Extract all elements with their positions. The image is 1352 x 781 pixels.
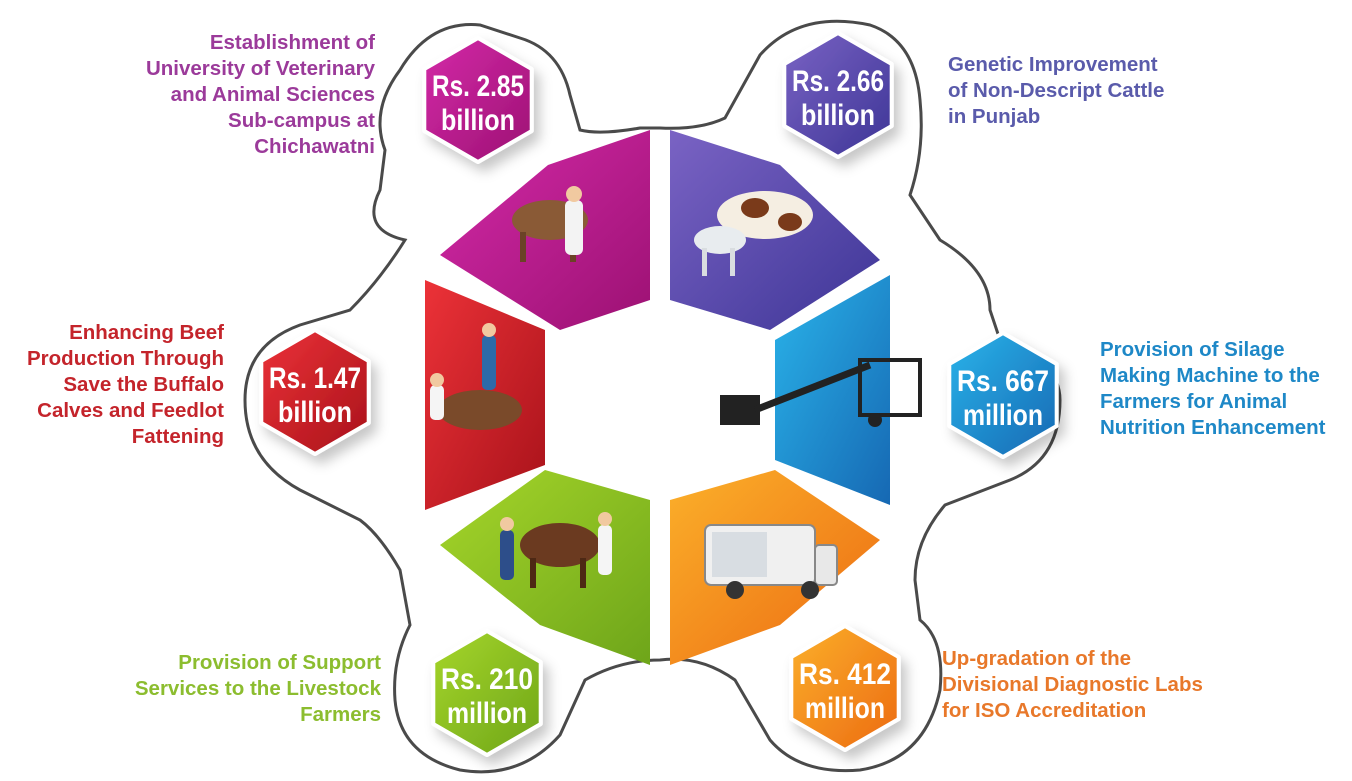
flower-outline [243, 19, 1062, 774]
label-silage: Provision of Silage Making Machine to th… [1100, 337, 1326, 441]
label-uvas: Establishment of University of Veterinar… [146, 30, 375, 160]
label-support-line: Services to the Livestock [134, 677, 381, 700]
label-support-line: Farmers [300, 703, 381, 726]
badge-unit: million [963, 399, 1043, 432]
badge-amount: Rs. 2.66 [792, 65, 884, 98]
label-silage-line: Provision of Silage [1100, 338, 1285, 361]
label-silage-line: Making Machine to the [1100, 364, 1320, 387]
label-genetic-line: Genetic Improvement [948, 53, 1158, 76]
label-genetic-line: in Punjab [948, 105, 1041, 128]
badge-hexagon [431, 629, 543, 757]
label-support-line: Provision of Support [178, 651, 381, 674]
label-support: Provision of Support Services to the Liv… [135, 650, 381, 728]
silage-machine-icon [720, 358, 922, 427]
label-labs-line: Up-gradation of the [942, 647, 1132, 670]
badge-hexagon [259, 328, 371, 456]
label-beef-line: Save the Buffalo [63, 373, 224, 396]
label-silage-line: Farmers for Animal [1100, 390, 1288, 413]
badge-hexagon [422, 36, 534, 164]
panel-support [440, 470, 650, 665]
label-beef-line: Calves and Feedlot [37, 399, 224, 422]
label-labs-line: for ISO Accreditation [942, 699, 1147, 722]
label-labs: Up-gradation of the Divisional Diagnosti… [942, 646, 1203, 724]
label-beef-line: Production Through [27, 347, 224, 370]
label-labs-line: Divisional Diagnostic Labs [942, 673, 1203, 696]
badge-unit: billion [278, 396, 352, 429]
label-uvas-line: Sub-campus at [228, 109, 375, 132]
badge-amount: Rs. 2.85 [432, 70, 524, 103]
label-uvas-line: University of Veterinary [145, 57, 375, 80]
badge-hexagon [789, 624, 901, 752]
label-genetic-line: of Non-Descript Cattle [948, 79, 1165, 102]
cow-and-goat-icon [694, 191, 813, 276]
badge-unit: billion [801, 99, 875, 132]
badge-unit: million [805, 692, 885, 725]
badge-hexagon [782, 31, 894, 159]
label-beef: Enhancing Beef Production Through Save t… [27, 320, 224, 450]
mobile-lab-van-icon [704, 524, 838, 599]
label-beef-line: Enhancing Beef [69, 321, 224, 344]
buffalo-calf-care-icon [430, 323, 522, 430]
vet-with-cow-icon [512, 186, 588, 262]
badge-amount: Rs. 210 [441, 663, 533, 696]
badge-unit: billion [441, 104, 515, 137]
label-silage-line: Nutrition Enhancement [1100, 416, 1326, 439]
farmers-with-cow-icon [500, 512, 612, 588]
badge-amount: Rs. 1.47 [269, 362, 361, 395]
center-disc [545, 285, 775, 515]
label-beef-line: Fattening [131, 425, 224, 448]
label-genetic: Genetic Improvement of Non-Descript Catt… [948, 52, 1164, 130]
badge-amount: Rs. 412 [799, 658, 891, 691]
badge-hexagon [947, 331, 1059, 459]
label-uvas-line: Chichawatni [254, 135, 375, 158]
panel-silage [775, 275, 890, 505]
badge-amount: Rs. 667 [957, 365, 1049, 398]
badge-unit: million [447, 697, 527, 730]
label-uvas-line: Establishment of [209, 31, 375, 54]
label-uvas-line: and Animal Sciences [170, 83, 375, 106]
